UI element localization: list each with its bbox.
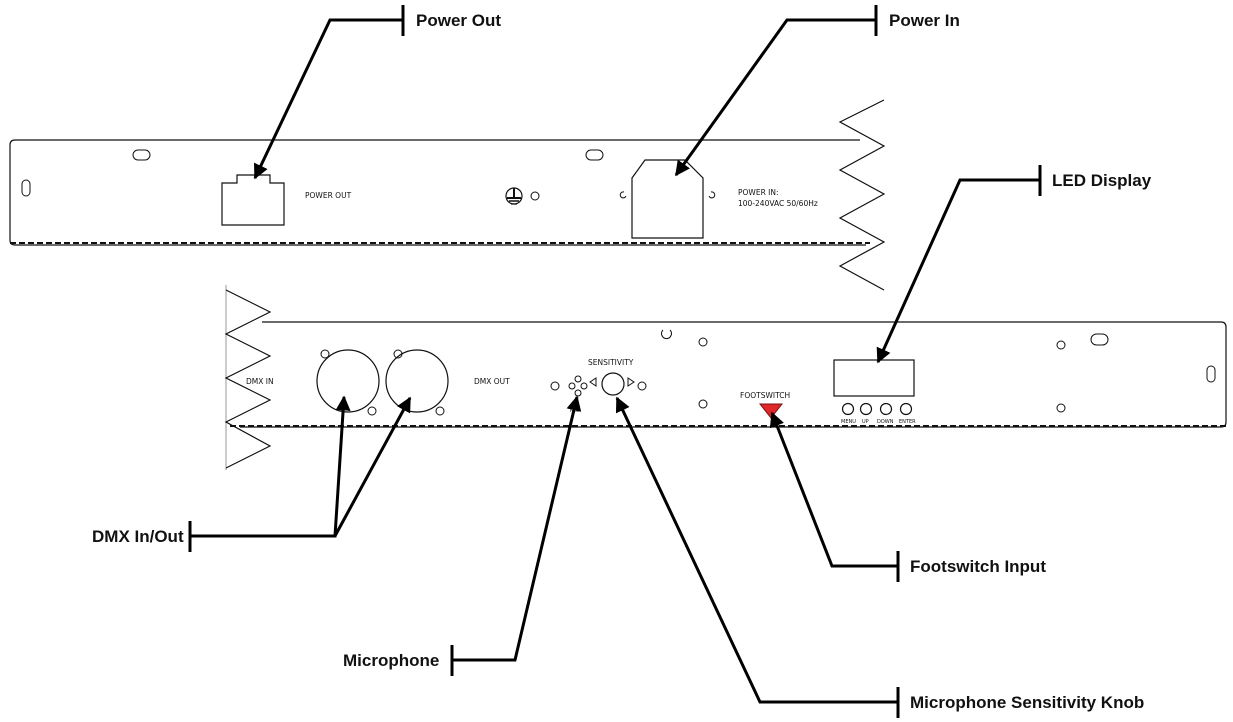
bottom-mount-slot-right	[1090, 333, 1109, 346]
menu-button	[841, 402, 855, 416]
power-in-screw-right	[708, 191, 716, 199]
power-out-socket	[221, 174, 285, 226]
bottom-hole-4	[1056, 403, 1066, 413]
bottom-panel: DMX IN DMX OUT MIC SENSITIVITY FOOTSWITC…	[224, 285, 1227, 470]
callout-mic-sensitivity-label: Microphone Sensitivity Knob	[910, 693, 1144, 712]
led-display-window	[833, 359, 915, 397]
sensitivity-panel-label: SENSITIVITY	[588, 358, 634, 367]
power-in-panel-label: POWER IN:	[738, 188, 779, 197]
callout-mic-sensitivity: Microphone Sensitivity Knob	[615, 396, 1144, 718]
bottom-hole-3	[1056, 340, 1066, 350]
top-mount-slot-1	[132, 149, 151, 161]
power-in-panel-voltage: 100-240VAC 50/60Hz	[738, 199, 818, 208]
callout-microphone: Microphone	[343, 395, 582, 676]
up-button-label: UP	[862, 419, 869, 425]
top-mount-slot-left	[21, 179, 31, 197]
top-panel-break-zigzag	[838, 99, 886, 291]
up-button	[859, 402, 873, 416]
sensitivity-max-mark	[627, 377, 635, 387]
dmx-out-screw-top	[393, 349, 403, 359]
top-mount-slot-2	[585, 149, 604, 161]
menu-button-label: MENU	[841, 419, 856, 425]
power-in-screw-left	[619, 191, 627, 199]
bottom-hole-2	[698, 399, 708, 409]
dmx-out-connector	[385, 349, 449, 413]
dmx-out-screw-bottom	[435, 406, 445, 416]
sensitivity-knob	[601, 372, 625, 396]
mic-side-hole	[550, 381, 560, 391]
dmx-out-panel-label: DMX OUT	[474, 377, 510, 386]
callout-dmx-in-out-label: DMX In/Out	[92, 527, 184, 546]
ground-symbol	[505, 187, 523, 205]
down-button-label: DOWN	[877, 419, 894, 425]
enter-button-label: ENTER	[899, 419, 916, 425]
power-in-socket	[631, 159, 704, 239]
top-panel-outline	[9, 139, 866, 246]
bottom-mount-slot-center	[661, 329, 672, 339]
power-out-panel-label: POWER OUT	[305, 191, 352, 200]
dmx-in-screw-bottom	[367, 406, 377, 416]
enter-button	[899, 402, 913, 416]
footswitch-jack	[758, 403, 784, 419]
bottom-panel-outline	[240, 321, 1227, 428]
callout-power-in: Power In	[674, 5, 960, 177]
top-screw-hole	[530, 191, 540, 201]
callout-footswitch-input-label: Footswitch Input	[910, 557, 1046, 576]
sensitivity-side-hole	[637, 381, 647, 391]
callout-led-display: LED Display	[876, 165, 1152, 364]
footswitch-panel-label: FOOTSWITCH	[740, 391, 790, 400]
bottom-mount-slot-edge	[1206, 365, 1216, 383]
sensitivity-min-mark	[589, 377, 597, 387]
callout-microphone-label: Microphone	[343, 651, 439, 670]
dmx-in-screw-top	[320, 349, 330, 359]
callout-led-display-label: LED Display	[1052, 171, 1152, 190]
top-panel: POWER OUT POWER IN: 100-240VAC 50/60Hz	[9, 99, 886, 291]
callout-power-out: Power Out	[253, 5, 501, 180]
bottom-hole-1	[698, 337, 708, 347]
microphone-grille	[568, 375, 588, 397]
callout-power-in-label: Power In	[889, 11, 960, 30]
bottom-panel-break-zigzag	[224, 289, 272, 469]
dmx-in-panel-label: DMX IN	[246, 377, 274, 386]
dmx-in-connector	[316, 349, 380, 413]
callout-dmx-in-out: DMX In/Out	[92, 395, 412, 552]
callout-footswitch-input: Footswitch Input	[769, 411, 1046, 582]
callout-power-out-label: Power Out	[416, 11, 501, 30]
down-button	[879, 402, 893, 416]
